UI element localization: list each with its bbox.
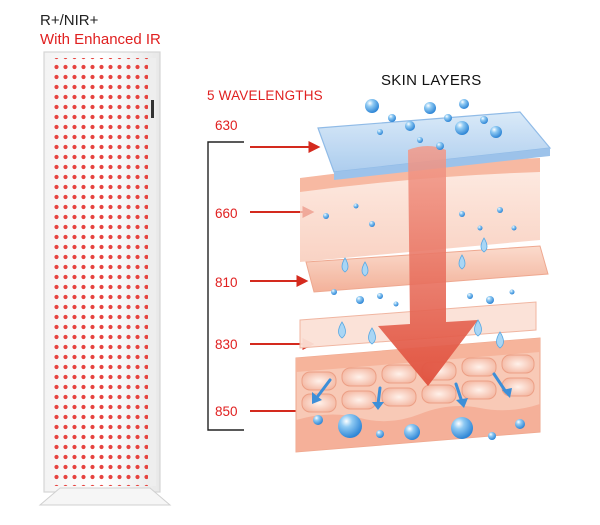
dermis-flow-arrowheads xyxy=(312,388,512,410)
wavelength-label-810: 810 xyxy=(215,275,238,290)
wavelengths-heading: 5 WAVELENGTHS xyxy=(207,88,323,103)
skin-layers-illustration xyxy=(295,99,552,453)
penetration-arrow xyxy=(378,146,478,386)
wavelength-label-630: 630 xyxy=(215,118,238,133)
led-panel-stand xyxy=(38,487,172,506)
wavelength-label-830: 830 xyxy=(215,337,238,352)
led-panel-switch xyxy=(151,100,154,118)
wavelength-label-660: 660 xyxy=(215,206,238,221)
led-panel-side xyxy=(150,58,156,486)
dermis-flow-arrows xyxy=(316,372,508,406)
wavelength-label-850: 850 xyxy=(215,404,238,419)
led-array xyxy=(50,58,148,486)
product-title: R+/NIR+ xyxy=(40,12,99,29)
wavelength-bracket xyxy=(207,141,244,431)
water-drops xyxy=(338,237,504,349)
led-panel-device xyxy=(38,51,172,506)
bubbles xyxy=(313,99,525,440)
skin-layers-heading: SKIN LAYERS xyxy=(381,72,482,89)
product-subtitle: With Enhanced IR xyxy=(40,31,161,48)
